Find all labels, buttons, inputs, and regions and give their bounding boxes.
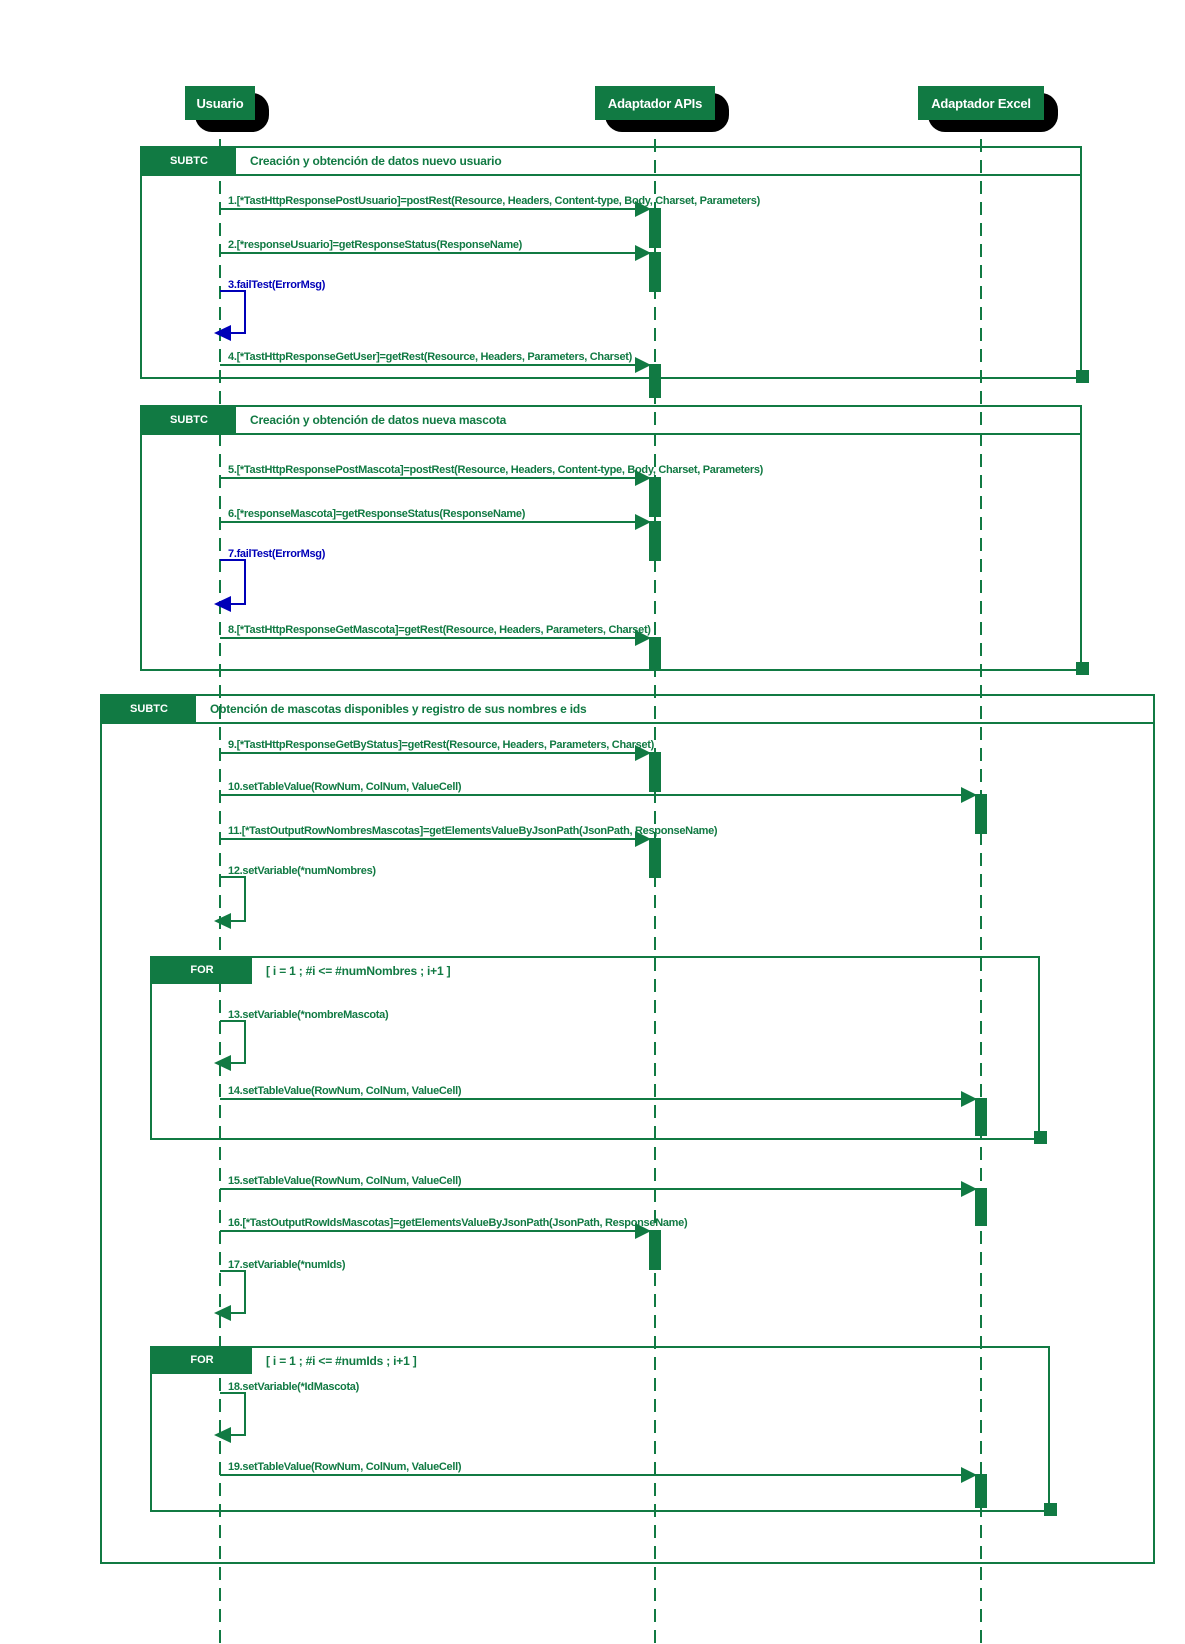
arrowhead-right-icon <box>635 630 651 646</box>
arrowhead-right-icon <box>635 1223 651 1239</box>
arrowhead-left-icon <box>214 596 231 612</box>
loop-for-1: FOR [ i = 1 ; #i <= #numNombres ; i+1 ] <box>150 956 1047 1144</box>
activation-bar <box>649 752 661 792</box>
message-3-self: 3.failTest(ErrorMsg) <box>214 279 325 341</box>
participant-label: Adaptador APIs <box>607 95 703 111</box>
message-text: 12.setVariable(*numNombres) <box>228 865 376 877</box>
frame-corner-handle <box>1044 1503 1057 1516</box>
participant-label: Adaptador Excel <box>931 95 1031 111</box>
frame-title: Obtención de mascotas disponibles y regi… <box>210 702 587 716</box>
message-text: 17.setVariable(*numIds) <box>228 1259 346 1271</box>
message-text: 18.setVariable(*IdMascota) <box>228 1381 359 1393</box>
loop-label: FOR <box>152 1348 252 1374</box>
message-text: 15.setTableValue(RowNum, ColNum, ValueCe… <box>228 1175 462 1187</box>
arrowhead-right-icon <box>961 1467 977 1483</box>
arrowhead-right-icon <box>635 245 651 261</box>
message-15: 15.setTableValue(RowNum, ColNum, ValueCe… <box>220 1174 977 1197</box>
frame-label: SUBTC <box>142 407 236 433</box>
message-text: 7.failTest(ErrorMsg) <box>228 548 326 560</box>
participant-usuario: Usuario <box>185 86 269 132</box>
frame-subtc-2: SUBTC Creación y obtención de datos nuev… <box>140 405 1089 675</box>
lifeline-usuario <box>219 118 221 1644</box>
message-text: 13.setVariable(*nombreMascota) <box>228 1009 389 1021</box>
message-12-self: 12.setVariable(*numNombres) <box>214 865 376 929</box>
activation-bar <box>649 521 661 561</box>
arrowhead-left-icon <box>214 1305 231 1321</box>
message-text: 1.[*TastHttpResponsePostUsuario]=postRes… <box>228 195 760 207</box>
arrowhead-right-icon <box>635 745 651 761</box>
message-8: 8.[*TastHttpResponseGetMascota]=getRest(… <box>220 623 651 646</box>
message-text: 8.[*TastHttpResponseGetMascota]=getRest(… <box>228 624 651 636</box>
activation-bar <box>975 1188 987 1226</box>
lifeline-adaptador-excel <box>980 118 982 1644</box>
loop-label: FOR <box>152 958 252 984</box>
message-text: 14.setTableValue(RowNum, ColNum, ValueCe… <box>228 1085 462 1097</box>
frame-subtc-1: SUBTC Creación y obtención de datos nuev… <box>140 146 1089 383</box>
activation-bar <box>649 1230 661 1270</box>
frame-subtc-3: SUBTC Obtención de mascotas disponibles … <box>100 694 1155 1564</box>
activation-bar <box>649 637 661 669</box>
message-7-self: 7.failTest(ErrorMsg) <box>214 548 325 612</box>
frame-corner-handle <box>1076 370 1089 383</box>
activation-bar <box>649 838 661 878</box>
arrowhead-right-icon <box>635 470 651 486</box>
message-text: 9.[*TastHttpResponseGetByStatus]=getRest… <box>228 739 655 751</box>
arrowhead-right-icon <box>635 357 651 373</box>
message-16: 16.[*TastOutputRowIdsMascotas]=getElemen… <box>220 1216 688 1239</box>
message-18-self: 18.setVariable(*IdMascota) <box>214 1381 359 1443</box>
frame-title: Creación y obtención de datos nueva masc… <box>250 413 507 427</box>
frame-label: SUBTC <box>102 696 196 722</box>
activation-bar <box>649 477 661 517</box>
arrowhead-right-icon <box>961 787 977 803</box>
message-10: 10.setTableValue(RowNum, ColNum, ValueCe… <box>220 780 977 803</box>
message-text: 5.[*TastHttpResponsePostMascota]=postRes… <box>228 464 764 476</box>
loop-guard: [ i = 1 ; #i <= #numIds ; i+1 ] <box>266 1354 417 1368</box>
loop-for-2: FOR [ i = 1 ; #i <= #numIds ; i+1 ] <box>150 1346 1057 1516</box>
message-text: 3.failTest(ErrorMsg) <box>228 279 326 291</box>
message-text: 10.setTableValue(RowNum, ColNum, ValueCe… <box>228 781 462 793</box>
arrowhead-right-icon <box>635 831 651 847</box>
message-text: 19.setTableValue(RowNum, ColNum, ValueCe… <box>228 1461 462 1473</box>
arrowhead-right-icon <box>961 1181 977 1197</box>
participant-label: Usuario <box>196 95 244 111</box>
arrowhead-right-icon <box>635 514 651 530</box>
activation-bar <box>649 208 661 248</box>
activation-bar <box>975 794 987 834</box>
frame-corner-handle <box>1076 662 1089 675</box>
message-5: 5.[*TastHttpResponsePostMascota]=postRes… <box>220 463 763 486</box>
message-2: 2.[*responseUsuario]=getResponseStatus(R… <box>220 238 651 261</box>
message-13-self: 13.setVariable(*nombreMascota) <box>214 1009 389 1071</box>
arrowhead-left-icon <box>214 913 231 929</box>
message-14: 14.setTableValue(RowNum, ColNum, ValueCe… <box>220 1084 977 1107</box>
frame-label: SUBTC <box>142 148 236 174</box>
activation-bar <box>975 1098 987 1136</box>
message-text: 16.[*TastOutputRowIdsMascotas]=getElemen… <box>228 1217 688 1229</box>
message-text: 11.[*TastOutputRowNombresMascotas]=getEl… <box>228 825 718 837</box>
arrowhead-right-icon <box>635 201 651 217</box>
frame-title: Creación y obtención de datos nuevo usua… <box>250 154 502 168</box>
message-11: 11.[*TastOutputRowNombresMascotas]=getEl… <box>220 824 718 847</box>
arrowhead-left-icon <box>214 1427 231 1443</box>
loop-guard: [ i = 1 ; #i <= #numNombres ; i+1 ] <box>266 964 451 978</box>
frame-corner-handle <box>1034 1131 1047 1144</box>
message-1: 1.[*TastHttpResponsePostUsuario]=postRes… <box>220 194 760 217</box>
participant-adaptador-apis: Adaptador APIs <box>595 86 729 132</box>
message-text: 6.[*responseMascota]=getResponseStatus(R… <box>228 508 526 520</box>
message-text: 4.[*TastHttpResponseGetUser]=getRest(Res… <box>228 351 633 363</box>
activation-bar <box>975 1474 987 1508</box>
message-19: 19.setTableValue(RowNum, ColNum, ValueCe… <box>220 1460 977 1483</box>
participant-adaptador-excel: Adaptador Excel <box>918 86 1058 132</box>
activation-bar <box>649 252 661 292</box>
message-text: 2.[*responseUsuario]=getResponseStatus(R… <box>228 239 523 251</box>
message-4: 4.[*TastHttpResponseGetUser]=getRest(Res… <box>220 350 651 373</box>
activation-bar <box>649 364 661 398</box>
arrowhead-left-icon <box>214 1055 231 1071</box>
message-17-self: 17.setVariable(*numIds) <box>214 1259 346 1321</box>
message-9: 9.[*TastHttpResponseGetByStatus]=getRest… <box>220 738 654 761</box>
arrowhead-right-icon <box>961 1091 977 1107</box>
lifeline-adaptador-apis <box>654 118 656 1644</box>
arrowhead-left-icon <box>214 325 231 341</box>
message-6: 6.[*responseMascota]=getResponseStatus(R… <box>220 507 651 530</box>
